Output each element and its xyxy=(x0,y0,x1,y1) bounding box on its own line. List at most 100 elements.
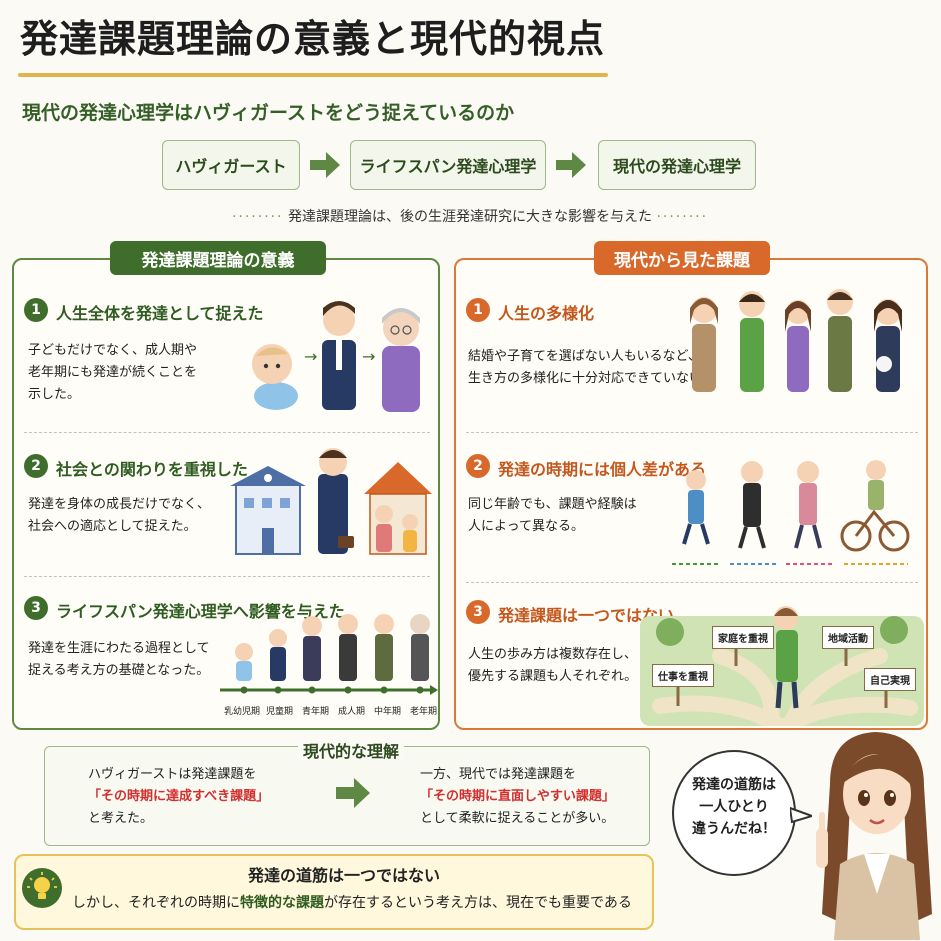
school-building xyxy=(230,466,306,555)
item-line: 示した。 xyxy=(28,387,81,402)
conclusion-text: しかし、それぞれの時期に xyxy=(72,895,240,911)
item-body: 結婚や子育てを選ばない人もいるなど、 生き方の多様化に十分対応できていない。 xyxy=(468,346,715,390)
item-line: 結婚や子育てを選ばない人もいるなど、 xyxy=(468,349,701,364)
item-body: 人生の歩み方は複数存在し、 優先する課題も人それぞれ。 xyxy=(468,644,637,688)
sign-self-realization: 自己実現 xyxy=(864,668,916,691)
speech-line: 違うんだね！ xyxy=(692,821,776,837)
conclusion-box xyxy=(14,854,654,930)
life-stage-illustration: → → xyxy=(252,301,420,412)
sign-community: 地域活動 xyxy=(822,626,874,649)
adult-figure xyxy=(322,301,356,410)
timeline-label: 乳幼児期 xyxy=(224,707,261,717)
businessman-figure xyxy=(318,448,354,554)
conclusion-text: が存在するという考え方は、現在でも重要である xyxy=(324,895,632,911)
conclusion-title: 発達の道筋は一つではない xyxy=(248,866,441,885)
modern-past-view: ハヴィガーストは発達課題を 「その時期に達成すべき課題」 と考えた。 xyxy=(88,764,269,830)
modern-line-highlight: 「その時期に直面しやすい課題」 xyxy=(420,789,615,804)
divider xyxy=(24,432,430,433)
item-title: 人生全体を発達として捉えた xyxy=(56,304,264,323)
title-underline xyxy=(18,73,608,77)
arrow-right-icon xyxy=(310,152,340,178)
speech-line: 発達の道筋は xyxy=(692,777,776,793)
arrow-right-icon xyxy=(336,778,370,808)
boy-walking xyxy=(774,606,799,709)
item-body: 同じ年齢でも、課題や経験は 人によって異なる。 xyxy=(468,494,637,538)
house-family xyxy=(364,462,432,555)
item-line: 捉える考え方の基礎となった。 xyxy=(28,663,210,678)
item-body: 子どもだけでなく、成人期や 老年期にも発達が続くことを 示した。 xyxy=(28,340,197,406)
elder-figure xyxy=(382,308,420,412)
conclusion-body: しかし、それぞれの時期に特徴的な課題が存在するという考え方は、現在でも重要である xyxy=(72,892,632,912)
timeline-label: 青年期 xyxy=(302,707,330,717)
item-line: 老年期にも発達が続くことを xyxy=(28,365,198,380)
item-line: 同じ年齢でも、課題や経験は xyxy=(468,497,637,512)
sign-family: 家庭を重視 xyxy=(712,626,774,649)
divider xyxy=(466,432,918,433)
modern-line: として柔軟に捉えることが多い。 xyxy=(420,811,615,826)
item-line: 子どもだけでなく、成人期や xyxy=(28,343,198,358)
timeline-label: 中年期 xyxy=(374,707,402,717)
dotted-line: ········ xyxy=(656,209,709,225)
modern-current-view: 一方、現代では発達課題を 「その時期に直面しやすい課題」 として柔軟に捉えること… xyxy=(420,764,615,830)
speech-line: 一人ひとり xyxy=(699,799,769,815)
item-line: 生き方の多様化に十分対応できていない。 xyxy=(468,371,716,386)
lifespan-timeline xyxy=(220,614,438,695)
modern-line: と考えた。 xyxy=(88,811,154,826)
item-line: 優先する課題も人それぞれ。 xyxy=(468,669,638,684)
divider xyxy=(466,582,918,583)
item-number: 1 xyxy=(466,298,490,322)
item-number: 3 xyxy=(466,600,490,624)
challenges-heading: 現代から見た課題 xyxy=(594,241,770,275)
item-title: 発達の時期には個人差がある xyxy=(498,460,707,479)
modern-understanding-box xyxy=(44,746,650,846)
flow-caption: ········ 発達課題理論は、後の生涯発達研究に大きな影響を与えた ····… xyxy=(200,206,740,226)
item-body: 発達を生涯にわたる過程として 捉える考え方の基礎となった。 xyxy=(28,638,210,682)
diverse-people-illustration xyxy=(690,289,902,392)
item-title: 発達課題は一つではない xyxy=(498,606,675,625)
significance-heading: 発達課題理論の意義 xyxy=(110,241,326,275)
timeline-figures xyxy=(235,614,430,681)
svg-text:→: → xyxy=(304,347,317,366)
item-number: 1 xyxy=(24,298,48,322)
modern-line: ハヴィガーストは発達課題を xyxy=(88,767,257,782)
flow-caption-text: 発達課題理論は、後の生涯発達研究に大きな影響を与えた xyxy=(288,209,652,225)
item-number: 3 xyxy=(24,596,48,620)
page-title: 発達課題理論の意義と現代的視点 xyxy=(20,17,606,61)
item-line: 発達を身体の成長だけでなく、 xyxy=(28,497,211,512)
divider xyxy=(24,576,430,577)
item-body: 発達を身体の成長だけでなく、 社会への適応として捉えた。 xyxy=(28,494,210,538)
item-line: 人によって異なる。 xyxy=(468,519,584,534)
society-illustration xyxy=(230,448,432,555)
modern-line: 一方、現代では発達課題を xyxy=(420,767,577,782)
flow-step-lifespan: ライフスパン発達心理学 xyxy=(350,140,546,190)
item-title: 人生の多様化 xyxy=(498,304,595,323)
arrow-right-icon xyxy=(556,152,586,178)
item-title: ライフスパン発達心理学へ影響を与えた xyxy=(56,602,345,621)
timeline-label: 成人期 xyxy=(338,707,366,717)
speech-text: 発達の道筋は 一人ひとり 違うんだね！ xyxy=(684,774,784,840)
dotted-line: ········ xyxy=(231,209,284,225)
item-line: 社会への適応として捉えた。 xyxy=(28,519,197,534)
conclusion-highlight: 特徴的な課題 xyxy=(240,895,324,911)
crossroads-illustration xyxy=(640,606,924,726)
sign-work: 仕事を重視 xyxy=(652,664,714,687)
item-title: 社会との関わりを重視した xyxy=(56,460,248,479)
modern-line-highlight: 「その時期に達成すべき課題」 xyxy=(88,789,270,804)
flow-step-modern: 現代の発達心理学 xyxy=(598,140,756,190)
timeline-label: 老年期 xyxy=(410,707,438,717)
item-line: 人生の歩み方は複数存在し、 xyxy=(468,647,638,662)
guide-woman-character xyxy=(816,732,932,940)
item-number: 2 xyxy=(466,454,490,478)
bubble-tail xyxy=(790,806,812,824)
page-subtitle: 現代の発達心理学はハヴィガーストをどう捉えているのか xyxy=(22,102,515,124)
item-number: 2 xyxy=(24,454,48,478)
modern-understanding-heading: 現代的な理解 xyxy=(298,738,404,761)
flow-step-havighurst: ハヴィガースト xyxy=(162,140,300,190)
baby-figure xyxy=(252,344,298,410)
svg-text:→: → xyxy=(362,347,375,366)
lightbulb-icon xyxy=(22,868,62,908)
item-line: 発達を生涯にわたる過程として xyxy=(28,641,210,656)
speech-bubble xyxy=(672,750,796,876)
timeline-label: 児童期 xyxy=(266,707,294,717)
individual-pace-illustration xyxy=(672,460,910,565)
